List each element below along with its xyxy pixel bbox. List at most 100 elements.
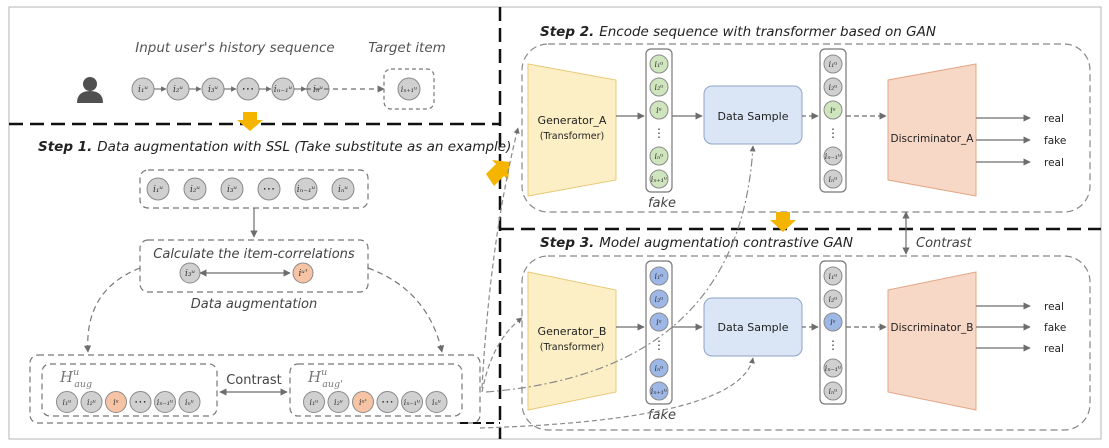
step2-fake_column-2-node — [649, 100, 669, 120]
step3-fake_column-5-label: iₙ₊₁ᵘ — [651, 387, 667, 396]
top-history_items-3-ellipsis: ⋯ — [242, 82, 255, 97]
step2-out_column-5-node — [823, 169, 843, 189]
history-label: Input user's history sequence — [135, 40, 335, 56]
step1-h_aug-items-5-node — [178, 391, 201, 413]
step2-fake_column-5-node — [649, 169, 669, 189]
disc-b-output-1: real — [1044, 301, 1064, 313]
step1-h_aug_prime-items-3-node — [376, 391, 399, 413]
step1-h_aug-items-0-node — [56, 391, 78, 413]
contrast-label: Contrast — [226, 373, 282, 388]
step3-out_column-5-node — [823, 381, 843, 401]
step3-out_column-1-label: i₂ᵘ — [829, 295, 838, 304]
disc-b-output-3: real — [1044, 343, 1064, 355]
generator-b-block — [527, 271, 617, 411]
step2-fake_column-2-label: iᵘ — [656, 106, 662, 115]
step1-h_aug_prime-items-4-node — [401, 391, 423, 413]
step1-sequence-4-label: iₙ₋₁ᵘ — [297, 185, 316, 195]
step1-h_aug-items-2-label: iᵘ — [113, 398, 119, 407]
step2-out_column-4-label: iₙ₋₁ᵘ — [825, 152, 841, 161]
step3-title: Step 3.Model augmentation contrastive GA… — [540, 235, 853, 251]
curve-right-arrow — [367, 267, 445, 353]
step3-fake_column-4-label: iₙᵘ — [655, 364, 664, 373]
step3-section: Step 3.Model augmentation contrastive GA… — [521, 235, 1091, 431]
curve-left-arrow — [83, 267, 141, 353]
step3-out_column-0-label: i₁ᵘ — [829, 272, 838, 281]
generator-b-sub: (Transformer) — [540, 342, 604, 353]
step1-h_aug_prime-items-5-label: iₙᵘ — [432, 398, 441, 407]
step1-sequence-5-node — [331, 177, 355, 201]
discriminator-b-label: Discriminator_B — [890, 322, 973, 334]
generator-a-sub: (Transformer) — [540, 131, 604, 142]
step1-h_aug-items-4-label: iₙ₋₁ᵘ — [157, 398, 173, 407]
step2-out_column-1-node — [823, 77, 843, 97]
generator-b-label: Generator_B — [538, 325, 607, 338]
top-history_items-1-label: i₂ᵘ — [173, 85, 183, 95]
step1-to-step2-arrow — [486, 160, 510, 186]
step1-h_aug_prime-items-1-node — [327, 391, 350, 413]
step1-h_aug-items-3-ellipsis: ⋯ — [134, 395, 147, 410]
step1-h_aug-items-2-node — [105, 391, 127, 413]
fake-label-b: fake — [648, 408, 676, 423]
top-history_items-4-label: iₙ₋₁ᵘ — [274, 85, 293, 95]
step3-out_column-1-node — [823, 289, 843, 309]
step1-h_aug_prime-items-3-ellipsis: ⋯ — [381, 395, 394, 410]
step2-fake_column-1-node — [649, 77, 669, 97]
step1-correlation_items-0-label: i₃ᵘ — [185, 269, 195, 279]
step1-correlation_items-1-label: iᵘ' — [299, 269, 308, 279]
step2-fake_column-4-node — [649, 146, 669, 166]
step1-section: Step 1.Data augmentation with SSL (Take … — [29, 139, 511, 424]
discriminator-b-block — [887, 271, 977, 411]
correlation-box — [139, 239, 369, 293]
input-sequence-section: Input user's history sequence Target ite… — [77, 40, 446, 131]
step1-title: Step 1.Data augmentation with SSL (Take … — [38, 139, 511, 155]
step2-box — [521, 43, 1091, 213]
target-label: Target item — [368, 40, 446, 56]
step3-out_column-4-label: iₙ₋₁ᵘ — [825, 364, 841, 373]
top-history_items-2-label: i₃ᵘ — [208, 85, 218, 95]
step1-down-arrow — [237, 112, 263, 131]
disc-a-output-1: real — [1044, 113, 1064, 125]
between-contrast-label: Contrast — [916, 236, 972, 251]
top-target_items-0-label: iₙ₊₁ᵘ — [401, 85, 417, 94]
step2-out_column-2-label: iᵘ — [830, 106, 836, 115]
step1-h_aug_prime-items-1-label: i₂ᵘ — [334, 398, 343, 407]
step1-sequence-3-node — [257, 177, 281, 201]
step1-sequence-1-label: i₂ᵘ — [190, 185, 200, 195]
step1-sequence-1-node — [183, 177, 207, 201]
step2-out_column-5-label: iₙᵘ — [829, 175, 838, 184]
target-box — [383, 68, 435, 110]
step1-sequence-5-label: iₙᵘ — [338, 185, 349, 195]
step1-h_aug-items-0-label: i₁ᵘ — [63, 398, 72, 407]
step3-out_column-3-ellipsis: ⋮ — [827, 338, 839, 352]
step2-out_column-0-label: i₁ᵘ — [829, 60, 838, 69]
step3-fake_column-2-node — [649, 312, 669, 332]
fake-label-a: fake — [648, 196, 676, 211]
connectors — [460, 127, 756, 429]
step3-out_column-2-label: iᵘ — [830, 318, 836, 327]
step2-out_column-4-node — [823, 146, 843, 166]
step2-fake_column-5-label: iₙ₊₁ᵘ — [651, 175, 667, 184]
disc-a-output-2: fake — [1044, 135, 1066, 147]
top-history_items-5-label: iₙᵘ — [313, 85, 324, 95]
step3-fake_column-3-ellipsis: ⋮ — [653, 338, 665, 352]
disc-b-output-2: fake — [1044, 322, 1066, 334]
step3-out_column-5-label: iₙᵘ — [829, 387, 838, 396]
step1-h_aug-items-1-node — [80, 391, 103, 413]
step3-fake_column-4-node — [649, 358, 669, 378]
step2-title: Step 2.Encode sequence with transformer … — [540, 24, 936, 40]
step2-out_column-1-label: i₂ᵘ — [829, 83, 838, 92]
top-target_items-0-node — [397, 77, 421, 101]
user-icon — [77, 77, 103, 103]
step2-fake_column-1-label: i₂ᵘ — [655, 83, 664, 92]
generator-a-block — [527, 63, 617, 197]
step1-h_aug_prime-items-0-label: i₁ᵘ — [310, 398, 319, 407]
step2-to-step3-arrow — [770, 212, 796, 232]
step1-h_aug_prime-items-2-label: iᵘ' — [359, 398, 367, 407]
data-sample-b-label: Data Sample — [717, 321, 788, 334]
step3-out_column-0-node — [823, 266, 843, 286]
generator-a-label: Generator_A — [538, 114, 607, 127]
step1-h_aug_prime-items-5-node — [425, 391, 448, 413]
data-sample-a — [703, 85, 803, 145]
